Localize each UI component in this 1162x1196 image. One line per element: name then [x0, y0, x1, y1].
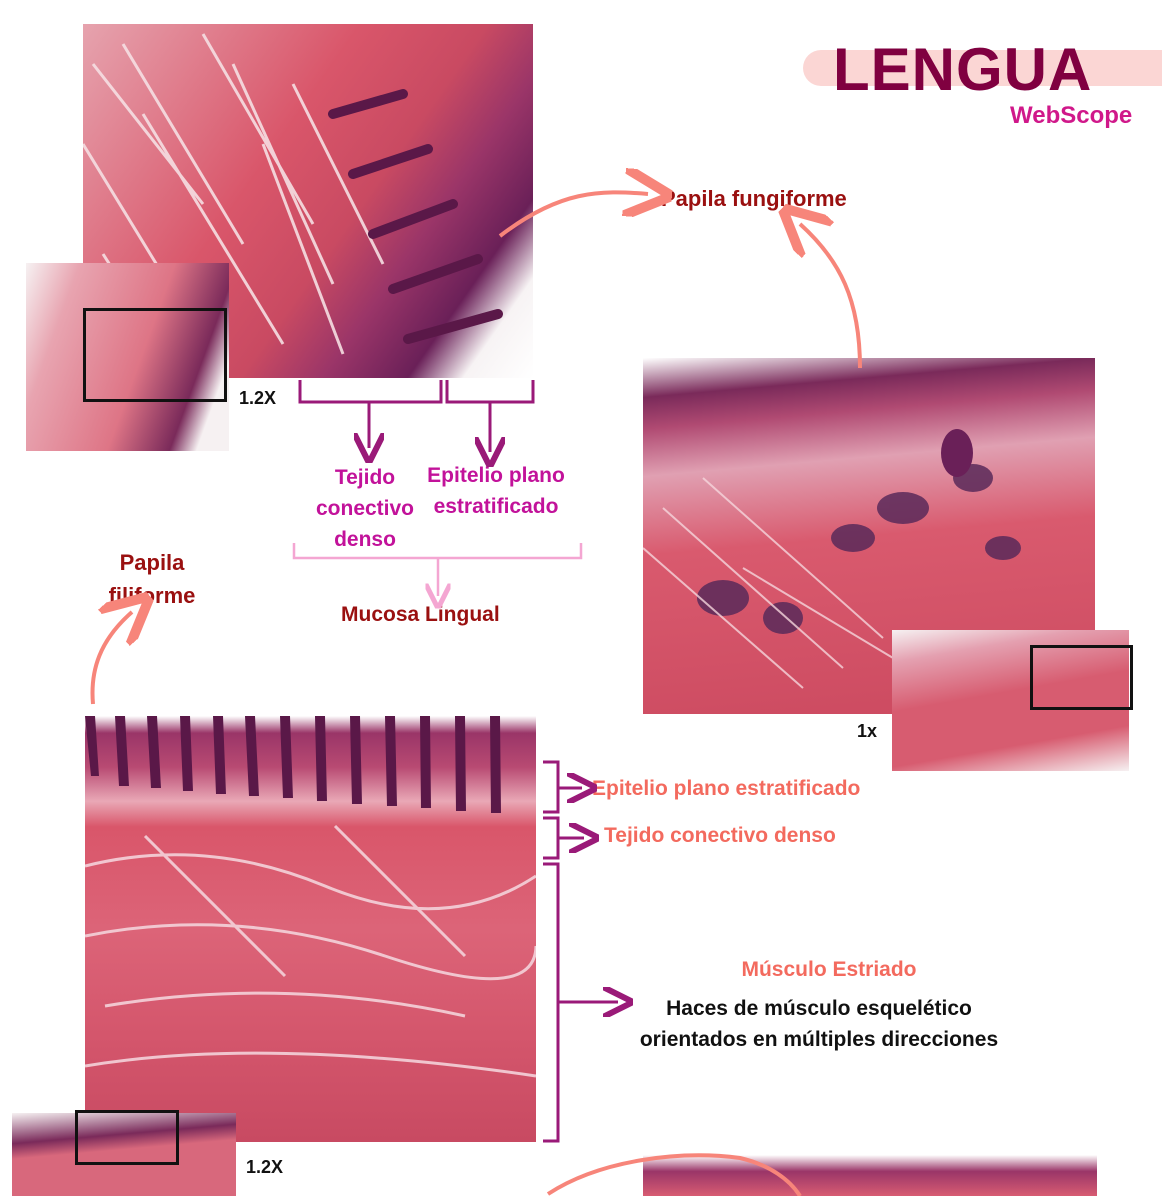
- bracket-connective-top: [298, 380, 443, 448]
- label-papila-fungiforme: Papila fungiforme: [661, 186, 847, 211]
- page-title: LENGUA: [833, 36, 1093, 103]
- label-epitelio-plano-estratificado: Epitelio plano estratificado: [427, 464, 565, 518]
- thumbnail-overview-bottom: [12, 1113, 236, 1196]
- label-muscle-description-line2: orientados en múltiples direcciones: [639, 1028, 999, 1051]
- label-mucosa-lingual: Mucosa Lingual: [341, 603, 500, 626]
- label-tejido-conectivo-denso-bottom: Tejido conectivo denso: [604, 824, 836, 847]
- magnification-label: 1.2X: [239, 388, 277, 408]
- micrograph-partial-bottom-right: [643, 1155, 1097, 1196]
- magnification-label: 1.2X: [246, 1157, 284, 1177]
- bracket-epithelium-bottom: [543, 760, 582, 814]
- label-epitelio-plano-estratificado-bottom: Epitelio plano estratificado: [592, 777, 861, 800]
- title-banner: [803, 50, 1162, 86]
- micrograph-papila-fungiforme: [643, 358, 1095, 714]
- label-muscle-description-line1: Haces de músculo esquelético: [666, 997, 972, 1020]
- micrograph-musculo-estriado: [85, 716, 536, 1142]
- bracket-connective-bottom: [543, 816, 584, 860]
- bracket-epithelium-top: [445, 380, 535, 452]
- thumbnail-selection-box: [75, 1110, 179, 1165]
- page-subtitle: WebScope: [1010, 102, 1133, 129]
- magnification-label: 1x: [857, 721, 878, 741]
- thumbnail-overview-right: [892, 630, 1129, 771]
- label-tejido-conectivo-denso: Tejido conectivo denso: [315, 466, 415, 551]
- thumbnail-selection-box: [83, 308, 227, 402]
- arrow-to-papila-fungiforme-right: [800, 224, 862, 369]
- thumbnail-selection-box: [1030, 645, 1133, 710]
- arrow-to-papila-filiforme: [90, 612, 132, 705]
- label-papila-filiforme: Papila filiforme: [108, 550, 196, 608]
- label-musculo-estriado: Músculo Estriado: [741, 958, 917, 981]
- thumbnail-overview-top-left: [26, 263, 229, 451]
